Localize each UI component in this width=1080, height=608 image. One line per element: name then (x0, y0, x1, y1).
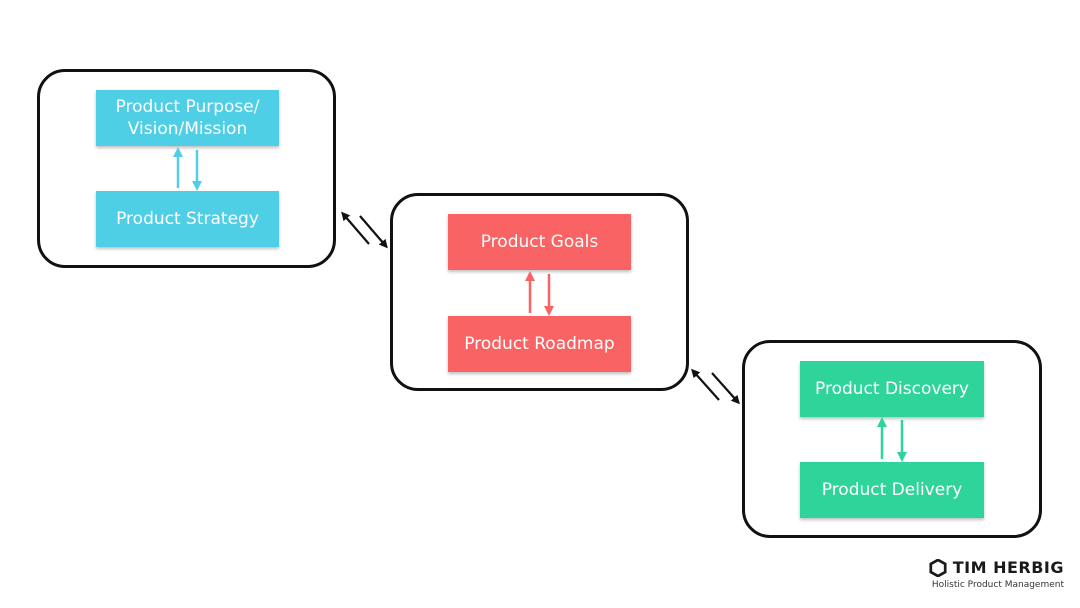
product-goals-node: Product Goals (448, 214, 631, 270)
purpose-vision-mission-node: Product Purpose/ Vision/Mission (96, 90, 279, 146)
hexagon-logo-icon (929, 558, 947, 577)
product-delivery-node: Product Delivery (800, 462, 984, 518)
strategy-to-planning-arrow (359, 215, 388, 249)
planning-to-strategy-arrow (341, 211, 370, 245)
product-discovery-node: Product Discovery (800, 361, 984, 417)
brand-name: TIM HERBIG (952, 558, 1064, 577)
brand-tagline: Holistic Product Management (931, 580, 1064, 590)
product-strategy-node: Product Strategy (96, 191, 279, 247)
brand-logo: TIM HERBIG Holistic Product Management (929, 558, 1064, 590)
execution-to-planning-arrow (691, 368, 720, 401)
product-roadmap-node: Product Roadmap (448, 316, 631, 372)
planning-to-execution-arrow (711, 372, 740, 405)
